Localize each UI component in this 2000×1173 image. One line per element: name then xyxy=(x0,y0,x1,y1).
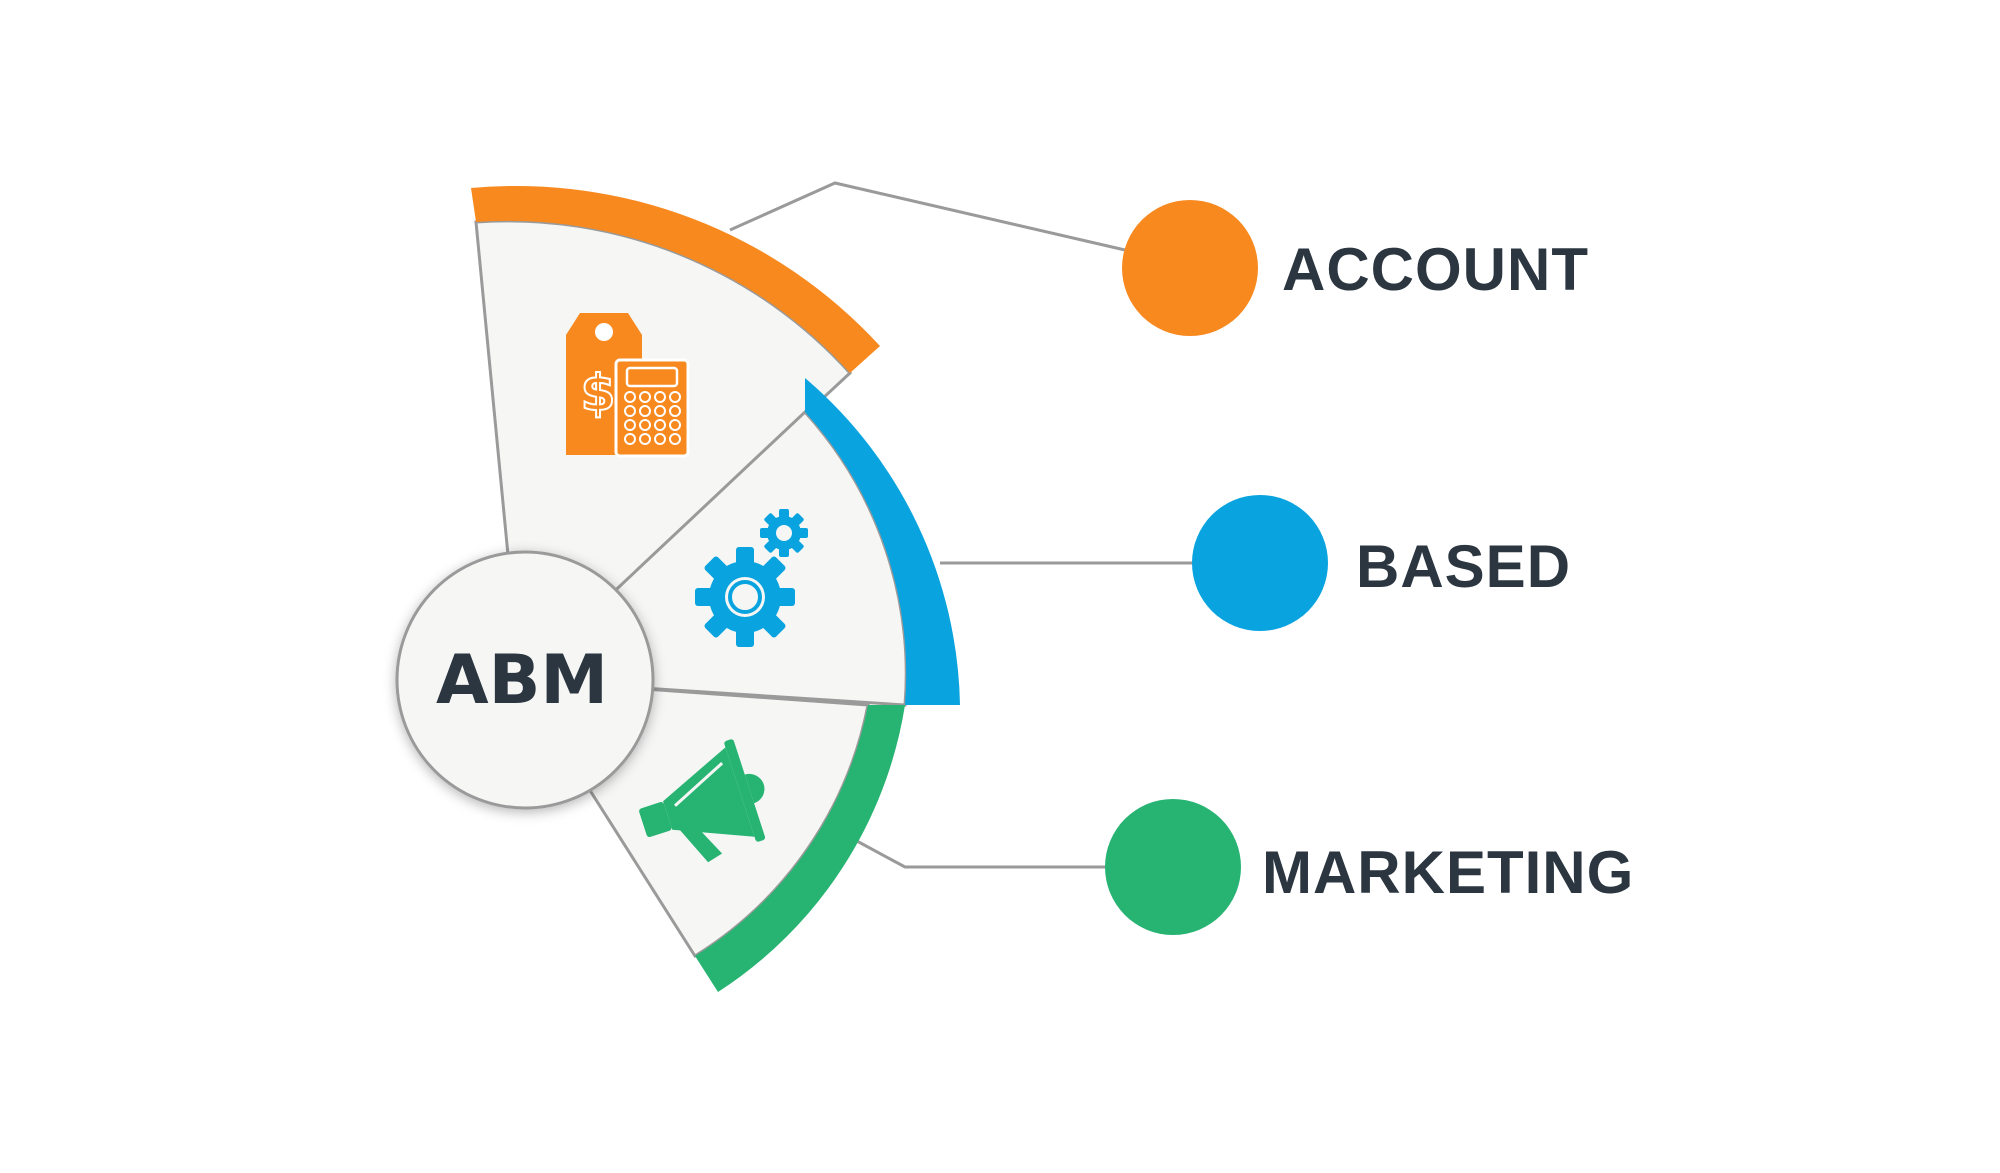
arc-based xyxy=(805,378,960,705)
svg-text:$: $ xyxy=(581,364,616,422)
center-label: ABM xyxy=(436,641,608,720)
dot-account xyxy=(1122,200,1258,336)
connector-lines xyxy=(729,181,1200,869)
connector-line-account xyxy=(729,181,1126,252)
label-account: ACCOUNT xyxy=(1282,236,1589,303)
label-marketing: MARKETING xyxy=(1262,839,1634,906)
arc-marketing xyxy=(695,705,905,992)
price-tag-calculator-icon: $ xyxy=(566,313,690,458)
connector-line-marketing xyxy=(854,838,1140,869)
megaphone-icon xyxy=(639,739,766,863)
gears-icon xyxy=(695,509,808,647)
dot-based xyxy=(1192,495,1328,631)
center-circle xyxy=(395,550,655,810)
dot-marketing xyxy=(1105,799,1241,935)
arc-account xyxy=(471,185,880,373)
center-node: ABM xyxy=(395,550,655,810)
label-based: BASED xyxy=(1356,533,1571,600)
